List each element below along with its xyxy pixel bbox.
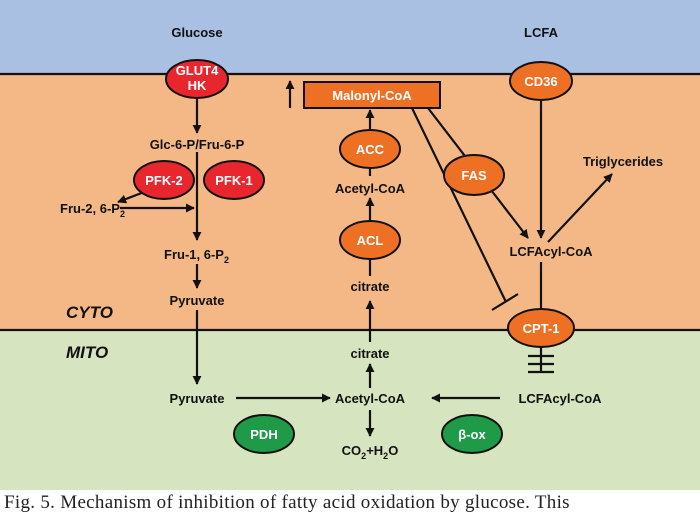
acetylcoa-cyto-label: Acetyl-CoA: [335, 181, 406, 196]
lcfacyl-to-triglycerides-arrow: [547, 173, 613, 243]
fru16-label: Fru-1, 6-P2: [164, 247, 229, 265]
co2-h2o-label: CO2+H2O: [342, 443, 399, 461]
pfk2-label: PFK-2: [145, 173, 183, 188]
figure-caption: Fig. 5. Mechanism of inhibition of fatty…: [4, 492, 570, 513]
pyruvate-cyto-label: Pyruvate: [170, 293, 225, 308]
malonyl-coa-node: Malonyl-CoA: [303, 81, 441, 109]
cytosol-region: [0, 74, 700, 330]
glc-fru-label: Glc-6-P/Fru-6-P: [150, 137, 245, 152]
pfk2-node: PFK-2: [133, 160, 195, 200]
mitochondria-region: [0, 330, 700, 490]
lcfa-label: LCFA: [524, 25, 559, 40]
fru26-label: Fru-2, 6-P2: [60, 201, 125, 219]
hk-label: HK: [188, 78, 207, 93]
pathway-diagram: CYTO MITO GLUT4 HK CD36 PFK-2 PFK-1: [0, 0, 700, 490]
glut4-label: GLUT4: [176, 63, 219, 78]
acetylcoa-mito-label: Acetyl-CoA: [335, 391, 406, 406]
pyruvate-mito-label: Pyruvate: [170, 391, 225, 406]
acl-node: ACL: [339, 220, 401, 260]
cd36-label: CD36: [524, 74, 557, 89]
citrate-mito-label: citrate: [350, 346, 389, 361]
inhibition-bar: [491, 293, 519, 311]
pfk1-node: PFK-1: [203, 160, 265, 200]
acc-node: ACC: [339, 129, 401, 169]
triglycerides-label: Triglycerides: [583, 154, 663, 169]
pdh-node: PDH: [233, 414, 295, 454]
lcfacylcoa-cyto-label: LCFAcyl-CoA: [509, 244, 593, 259]
malonyl-coa-label: Malonyl-CoA: [332, 88, 412, 103]
cpt1-label: CPT-1: [523, 321, 560, 336]
cyto-region-label: CYTO: [66, 303, 113, 322]
pfk1-label: PFK-1: [215, 173, 253, 188]
pdh-label: PDH: [250, 427, 277, 442]
extracellular-region: [0, 0, 700, 74]
beta-ox-label: β-ox: [458, 427, 486, 442]
beta-ox-node: β-ox: [441, 414, 503, 454]
lcfacylcoa-mito-label: LCFAcyl-CoA: [518, 391, 602, 406]
glut4-hk-node: GLUT4 HK: [165, 59, 229, 99]
acc-label: ACC: [356, 142, 385, 157]
acl-label: ACL: [357, 233, 384, 248]
glucose-label: Glucose: [171, 25, 222, 40]
fas-label: FAS: [461, 168, 487, 183]
mito-region-label: MITO: [66, 343, 108, 362]
malonyl-inhibits-cpt1-line: [411, 107, 507, 303]
cd36-node: CD36: [509, 61, 573, 101]
fas-node: FAS: [443, 154, 505, 196]
cpt1-node: CPT-1: [507, 308, 575, 348]
citrate-cyto-label: citrate: [350, 279, 389, 294]
